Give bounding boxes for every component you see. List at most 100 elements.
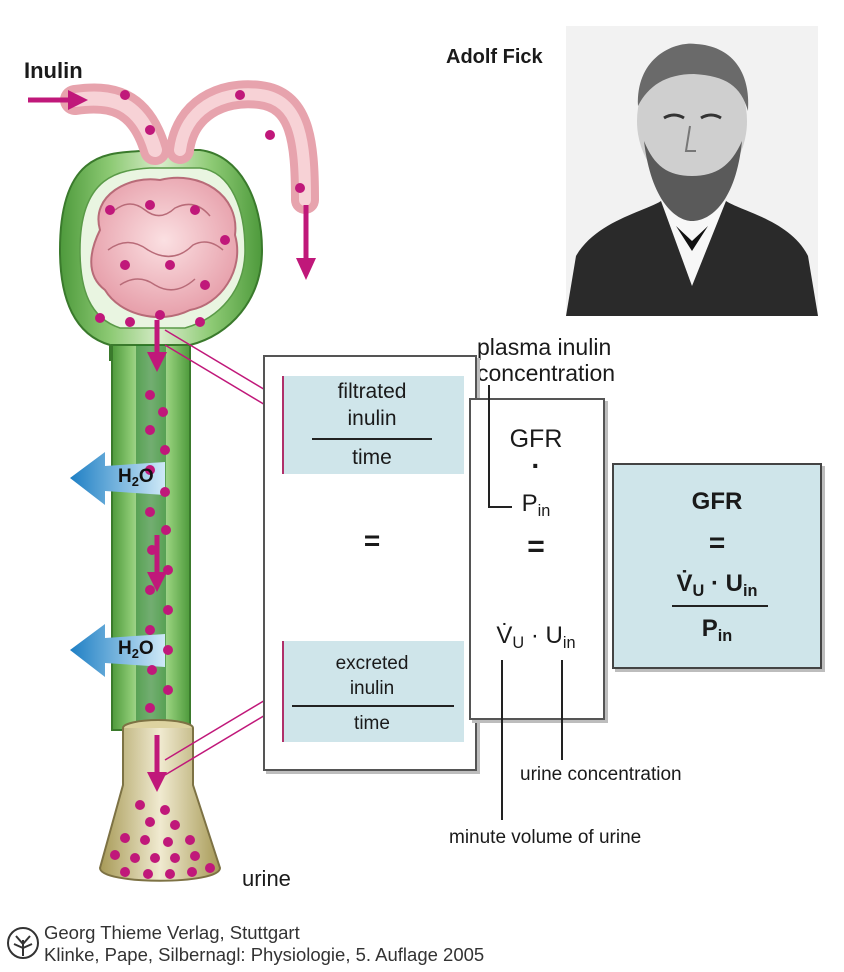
plasma-callout-vertical [488,385,490,507]
inulin-particle [165,260,175,270]
inulin-particle [110,850,120,860]
inulin-particle [155,310,165,320]
result-u: U [725,570,743,597]
inulin-particle [163,685,173,695]
inulin-particle [200,280,210,290]
inulin-label: Inulin [24,58,83,83]
filtrated-line1: filtrated [337,380,407,403]
inulin-particle [190,205,200,215]
filtrated-fraction-bar [312,438,432,440]
middle-equals: = [527,530,545,563]
inulin-particle [143,869,153,879]
p-symbol: P [521,490,538,517]
inulin-particle [160,445,170,455]
citation-line: Klinke, Pape, Silbernagl: Physiologie, 5… [44,944,485,965]
inulin-particle [145,200,155,210]
glomerulus [90,176,239,318]
inulin-particle [145,625,155,635]
result-denominator: Pin [614,615,820,646]
inulin-particle [120,833,130,843]
inulin-particle [130,853,140,863]
result-dot: · [710,570,719,597]
minute-volume-callout [501,660,503,820]
inulin-particles [95,90,305,879]
water-arrow-upper [70,452,165,505]
inulin-particle [205,863,215,873]
inulin-particle [170,853,180,863]
inulin-particle [120,90,130,100]
inulin-particle [145,465,155,475]
inulin-particle [163,645,173,655]
inulin-particle [120,867,130,877]
result-fraction-bar [672,605,768,607]
inulin-particle [170,820,180,830]
filtrated-time: time [352,446,392,469]
gfr-result-box [612,463,822,669]
inulin-particle [105,205,115,215]
result-v-sub: U [692,581,705,600]
portrait-caption: Adolf Fick [446,46,543,68]
inulin-particle [235,90,245,100]
formula-box-middle [469,398,605,720]
product-dot: · [530,622,539,649]
inulin-particle [190,851,200,861]
v-subscript: U [512,633,525,652]
filtrated-line2: inulin [347,407,397,430]
inulin-particle [140,835,150,845]
excreted-fraction-bar [292,705,454,707]
urine-concentration-callout [561,660,563,760]
result-gfr: GFR [691,488,743,515]
plasma-callout-horizontal [488,506,512,508]
result-v: V̇ [676,570,693,597]
inulin-arrows [28,90,316,792]
u-subscript: in [562,633,576,652]
left-equals: = [363,525,381,556]
water-sub: 2 [131,473,139,489]
inulin-particle [160,805,170,815]
v-symbol: V̇ [496,622,513,649]
middle-dot: · [531,450,541,481]
inulin-particle [150,853,160,863]
inulin-particle [145,817,155,827]
inulin-particle [163,565,173,575]
inulin-particle [265,130,275,140]
result-equals: = [708,527,726,558]
water-h: H [118,466,132,487]
excreted-time: time [354,713,390,734]
publisher-line: Georg Thieme Verlag, Stuttgart [44,922,300,943]
water-label-upper: H2O [118,466,154,489]
plasma-inulin-label: plasma inulin [477,334,612,360]
leader-lines [164,329,283,776]
excreted-panel [282,641,464,742]
inulin-particle [145,585,155,595]
inulin-particle [145,425,155,435]
inulin-particle [163,837,173,847]
middle-product: V̇U · Uin [471,622,601,653]
inulin-particle [165,869,175,879]
filtrated-panel [282,376,464,474]
middle-gfr: GFR [509,425,563,453]
inulin-particle [185,835,195,845]
result-p-sub: in [717,626,733,645]
inulin-particle [145,507,155,517]
portrait-sketch [566,26,818,316]
minute-volume-label: minute volume of urine [449,827,642,848]
inulin-particle [158,407,168,417]
water-h: H [118,638,132,659]
water-label-lower: H2O [118,638,154,661]
water-o: O [138,638,154,659]
inulin-particle [160,487,170,497]
thieme-tree-icon [7,927,39,959]
inulin-particle [187,867,197,877]
water-sub: 2 [131,645,139,661]
inulin-particle [220,235,230,245]
inulin-particle [161,525,171,535]
excreted-line2: inulin [349,678,395,699]
water-arrow-lower [70,624,165,677]
inulin-particle [95,313,105,323]
result-u-sub: in [742,581,758,600]
inulin-particle [145,703,155,713]
result-p: P [701,615,718,642]
inulin-particle [147,545,157,555]
